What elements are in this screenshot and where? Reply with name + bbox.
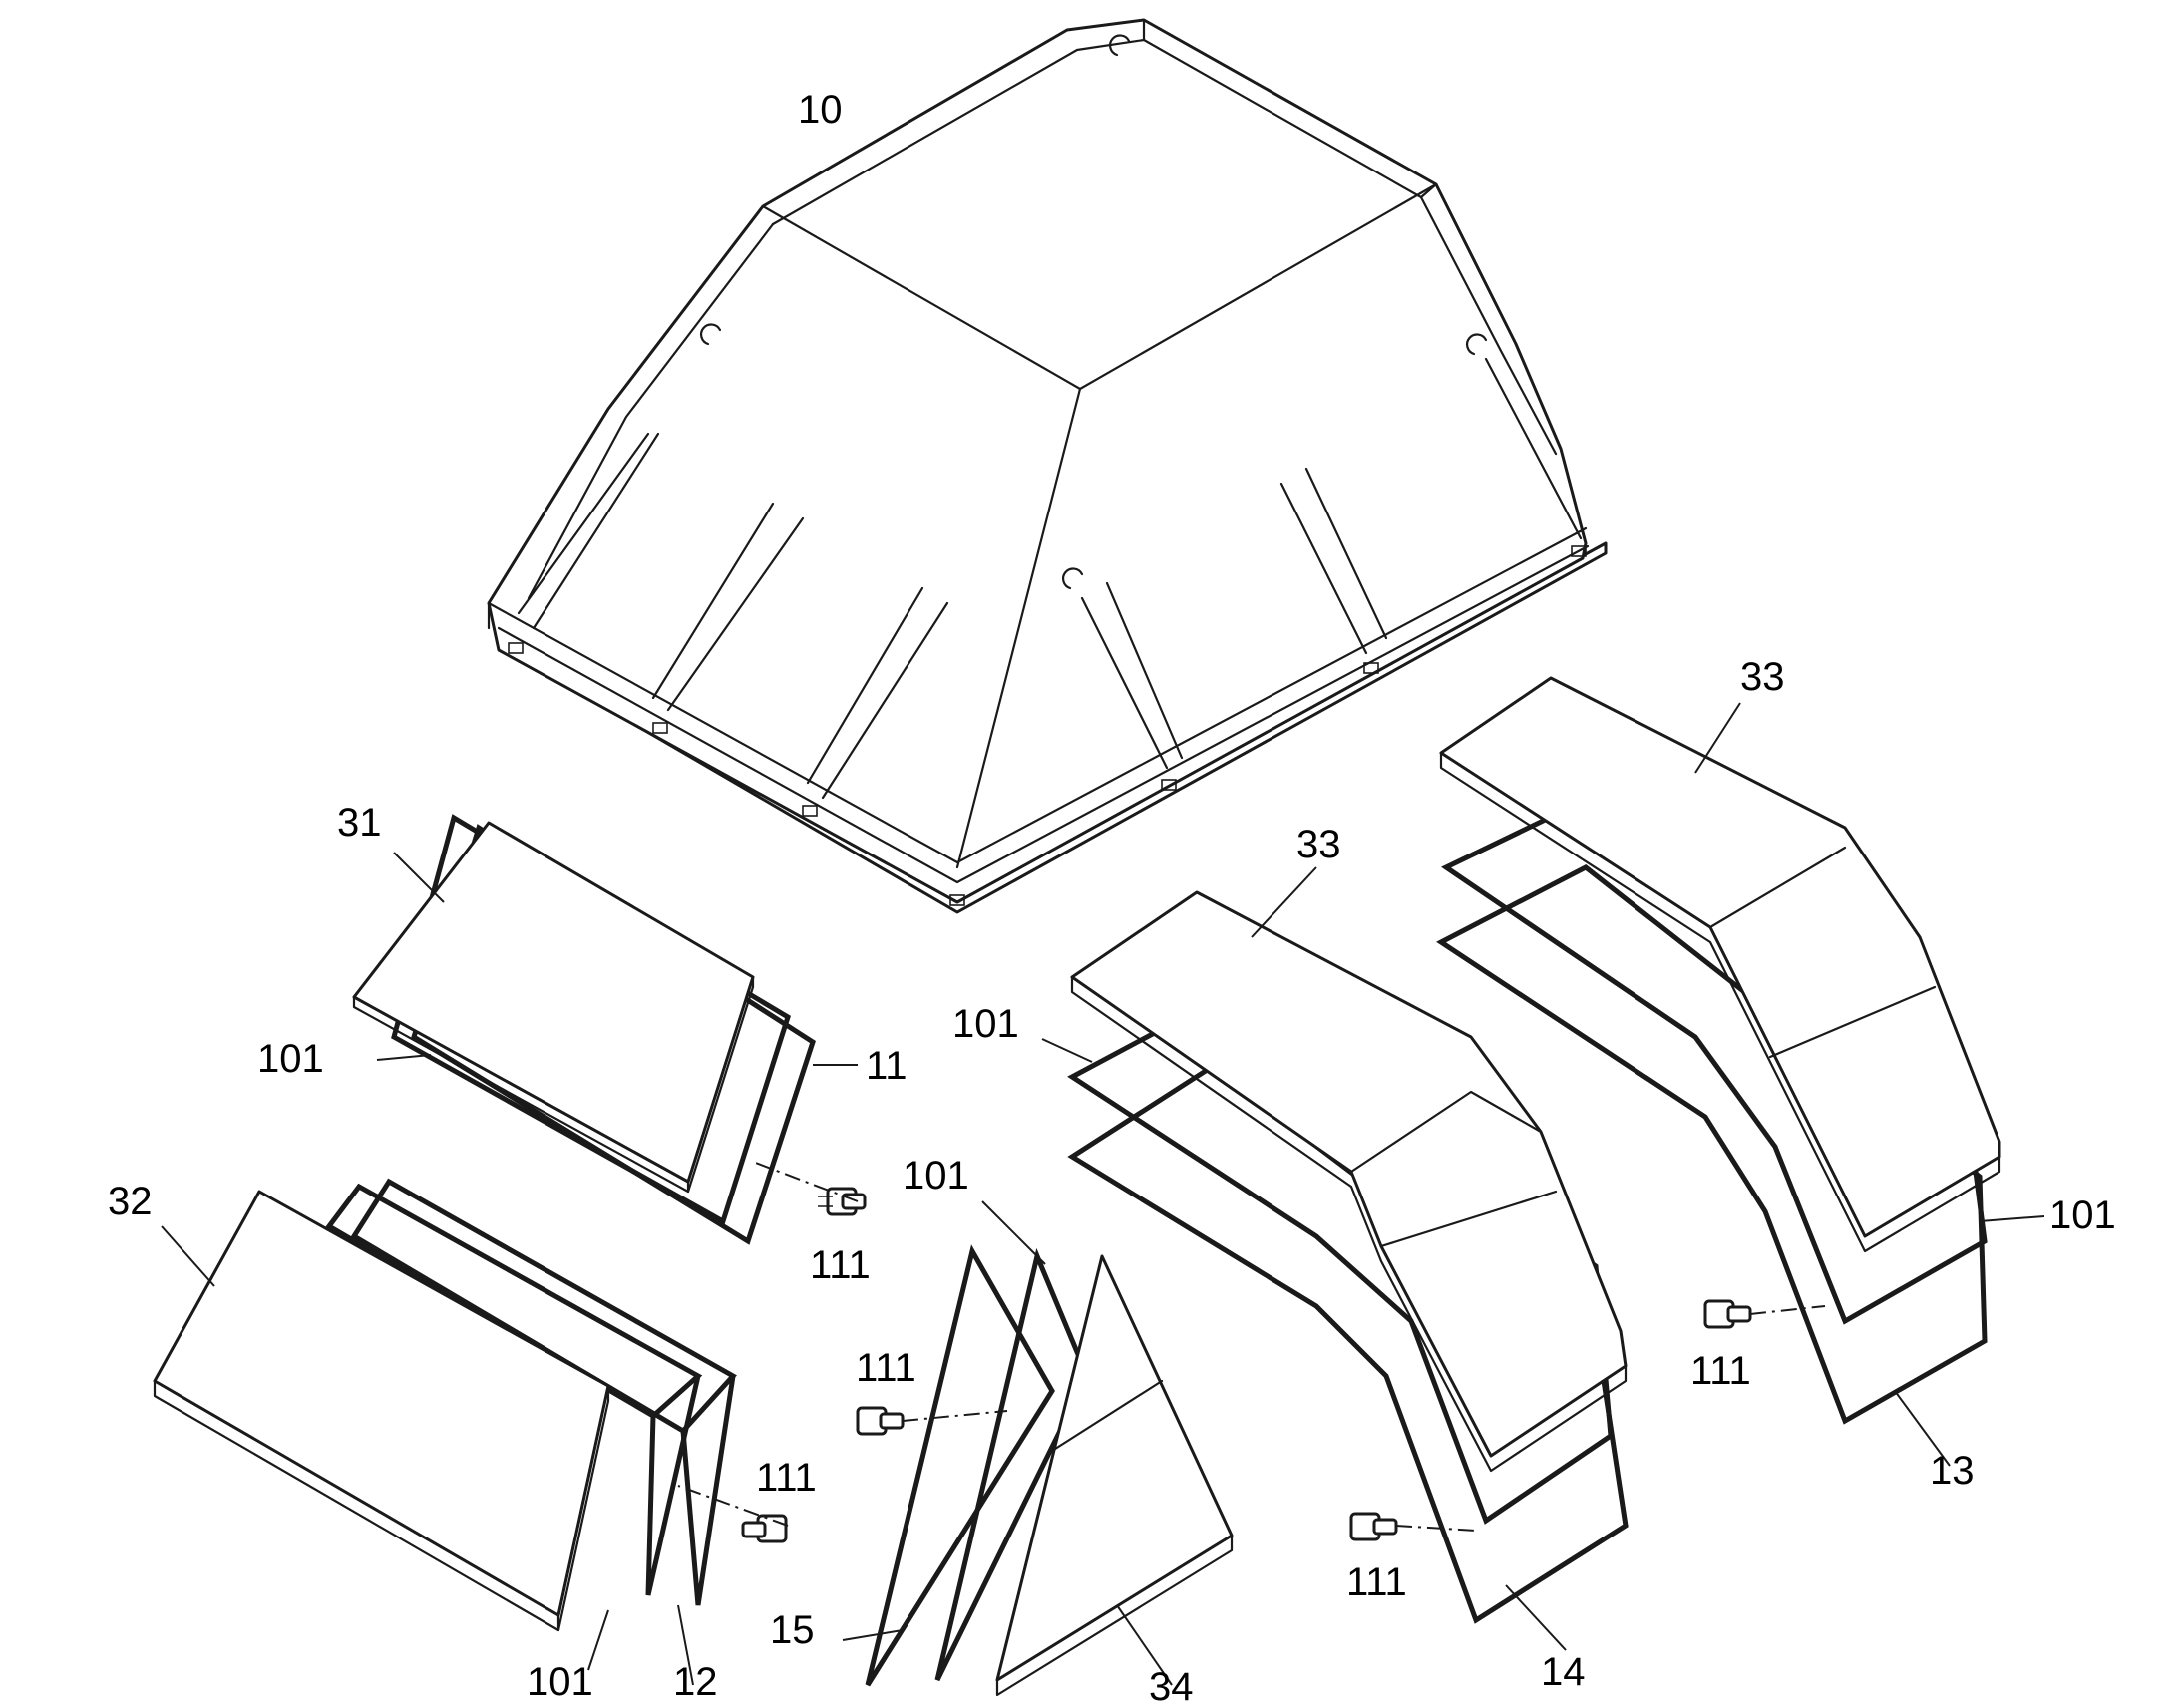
- frame-15: [865, 1244, 1055, 1687]
- window-33-middle: [1070, 890, 1628, 1473]
- label-screw-c: 111: [756, 1456, 817, 1500]
- label-window-31: 31: [337, 801, 382, 845]
- window-34: [995, 1254, 1234, 1697]
- window-32: [153, 1190, 610, 1632]
- label-screw-a: 111: [810, 1243, 871, 1287]
- label-screw-b: 111: [856, 1346, 916, 1390]
- label-gasket-c: 101: [903, 1154, 969, 1197]
- label-gasket-d: 101: [952, 1002, 1019, 1046]
- label-window-33-right: 33: [1740, 655, 1785, 699]
- label-window-34: 34: [1149, 1665, 1194, 1708]
- window-31: [352, 821, 755, 1194]
- label-screw-d: 111: [1346, 1560, 1407, 1604]
- screw-111-e: [1703, 1299, 1826, 1329]
- label-frame-11: 11: [866, 1044, 908, 1088]
- window-33-right: [1439, 676, 2001, 1253]
- label-gasket-e: 101: [2049, 1194, 2116, 1237]
- label-gasket-b: 101: [527, 1660, 593, 1704]
- screw-111-d: [1349, 1512, 1477, 1541]
- label-frame-14: 14: [1541, 1650, 1586, 1694]
- screw-111-b: [677, 1485, 789, 1543]
- frame-13: [1436, 864, 1988, 1425]
- label-housing: 10: [798, 88, 843, 132]
- label-frame-15: 15: [770, 1608, 815, 1652]
- screw-111-a: [752, 1161, 867, 1216]
- label-screw-e: 111: [1690, 1349, 1751, 1393]
- gasket-left-upper: [391, 814, 791, 1225]
- label-gasket-a: 101: [257, 1037, 324, 1081]
- gasket-triangle: [934, 1247, 1090, 1682]
- label-frame-13: 13: [1930, 1449, 1975, 1493]
- reference-labels: 10 31 101 11 32 111 101 111 111 101 12 1…: [108, 88, 2116, 1708]
- screw-111-c: [856, 1406, 1008, 1436]
- leader-lines: [161, 702, 2045, 1686]
- label-frame-12: 12: [673, 1660, 718, 1704]
- housing-part: [487, 18, 1608, 914]
- label-window-33-middle: 33: [1296, 823, 1341, 866]
- label-window-32: 32: [108, 1180, 153, 1223]
